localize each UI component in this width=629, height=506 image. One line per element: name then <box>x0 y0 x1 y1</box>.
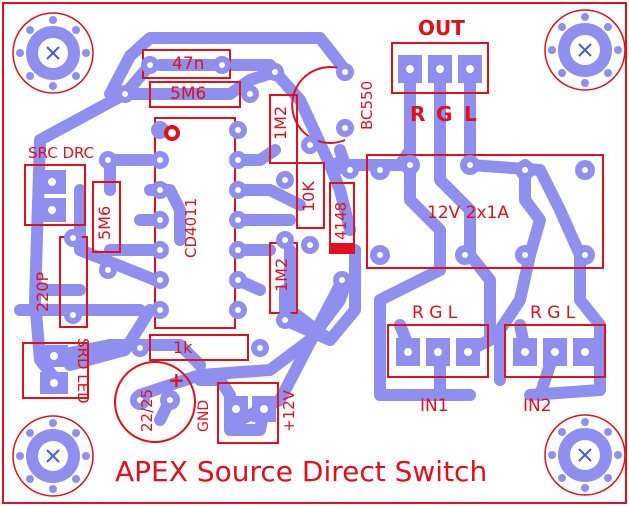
src-drc-label: SRC DRC <box>28 144 95 162</box>
bc550-outline <box>291 66 346 144</box>
res-1m2-bottom-label: 1M2 <box>272 257 291 292</box>
res-1m2-top-label: 1M2 <box>271 105 290 140</box>
cap-22-25-outline <box>114 361 196 443</box>
cap-220p-label: 220P <box>33 271 52 312</box>
out-g-label: G <box>436 102 453 126</box>
cap-22-25-label: 22/25 <box>138 388 156 432</box>
power-connector-outline <box>217 382 279 444</box>
pad-holes <box>70 62 588 403</box>
res-1k-outline <box>149 334 249 361</box>
mounting-hole-icon <box>12 12 94 94</box>
diode-4148-label: 4148 <box>332 201 350 240</box>
res-5m6-top-outline <box>149 81 241 108</box>
in2-rgl-label: R G L <box>530 303 576 323</box>
res-10k-label: 10K <box>299 181 318 212</box>
mounting-hole-icon <box>544 414 626 496</box>
res-1m2-top-outline <box>269 94 298 164</box>
out-l-label: L <box>464 102 477 126</box>
res-10k-outline <box>296 162 325 229</box>
out-label: OUT <box>418 16 465 40</box>
plus12v-label: +12V <box>280 390 298 432</box>
bc550-label: BC550 <box>358 80 376 130</box>
relay-outline <box>366 154 604 269</box>
diode-cathode-band <box>330 243 354 253</box>
relay-label: 12V 2x1A <box>427 203 509 223</box>
in1-connector-outline <box>387 324 489 378</box>
in1-rgl-label: R G L <box>412 303 458 323</box>
res-5m6-left-label: 5M6 <box>95 205 114 240</box>
res-5m6-left-outline <box>92 181 121 253</box>
out-connector-outline <box>391 42 489 94</box>
connector-pads <box>38 55 597 422</box>
out-r-label: R <box>410 102 426 126</box>
res-5m6-top-label: 5M6 <box>170 84 207 104</box>
in1-label: IN1 <box>420 396 449 416</box>
cap-plus-label: + <box>168 368 185 392</box>
mounting-hole-icon <box>544 9 626 91</box>
board-title: APEX Source Direct Switch <box>115 455 488 488</box>
mounting-holes <box>12 9 626 497</box>
gnd-label: GND <box>196 399 212 432</box>
cap-47n-label: 47n <box>172 54 205 74</box>
ic-pin1-marker <box>164 125 180 141</box>
res-1k-label: 1k <box>173 338 193 357</box>
in2-label: IN2 <box>523 396 552 416</box>
in2-connector-outline <box>504 324 606 378</box>
srd-led-connector-outline <box>22 342 89 399</box>
ic-label: CD4011 <box>182 197 200 258</box>
src-drc-connector-outline <box>24 164 86 226</box>
mounting-hole-icon <box>12 415 94 497</box>
srd-led-label: SRD LED <box>74 338 92 404</box>
